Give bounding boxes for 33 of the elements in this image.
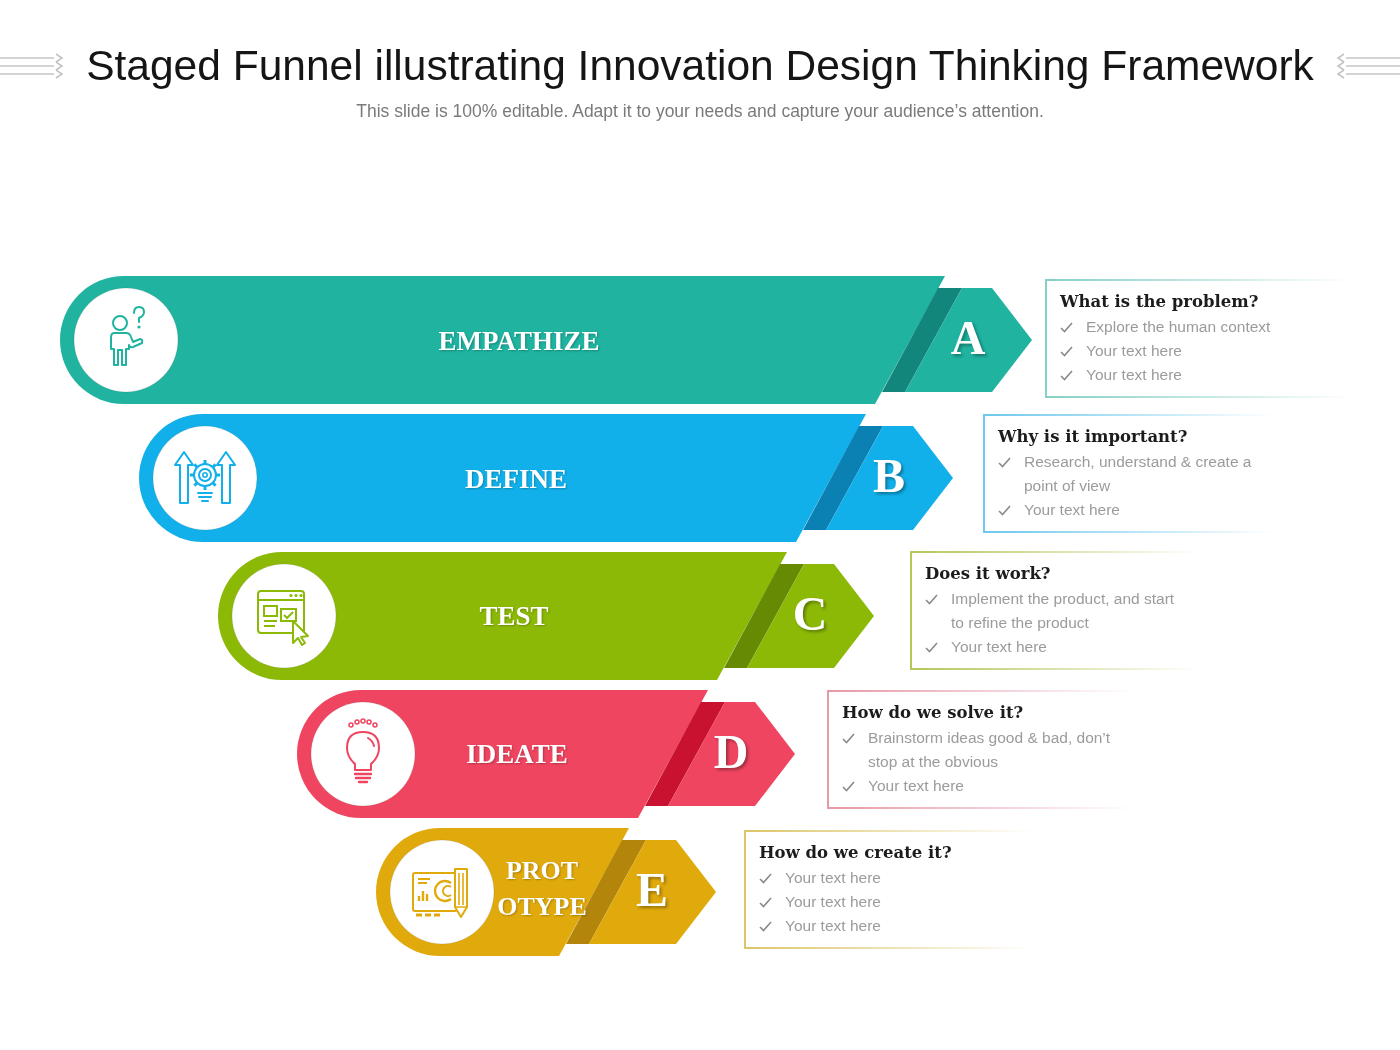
bullet-text: Brainstorm ideas good & bad, don’t stop at the obvious: [868, 728, 1112, 772]
stage-name: EMPATHIZE: [438, 325, 600, 358]
stage-letter: B: [873, 451, 905, 501]
bullet-text: Explore the human context: [1086, 317, 1271, 337]
bullet-text: Implement the product, and start to refine the product: [951, 589, 1176, 633]
bullet-text: Your text here: [785, 868, 881, 888]
subtitle: This slide is 100% editable. Adapt it to your needs and capture your audience’s attention.: [356, 101, 1044, 122]
bullet-text: Your text here: [1024, 500, 1120, 520]
bullet-text: Your text here: [868, 776, 964, 796]
bullet-text: Your text here: [1086, 341, 1182, 361]
letter-arrow-tab: [882, 288, 1032, 392]
box-heading: How do we solve it?: [842, 702, 1025, 724]
stage-letter: C: [792, 589, 828, 639]
stage-letter: D: [713, 727, 749, 777]
bullet-text: Your text here: [1086, 365, 1182, 385]
box-heading: Why is it important?: [998, 426, 1189, 448]
box-heading: How do we create it?: [759, 842, 953, 864]
letter-arrow-tab: [724, 564, 874, 668]
stage-letter: A: [950, 313, 986, 363]
letter-arrow-tab: [645, 702, 795, 806]
bullet-text: Your text here: [785, 892, 881, 912]
bullet-text: Your text here: [951, 637, 1047, 657]
title: Staged Funnel illustrating Innovation Design Thinking Framework: [86, 41, 1314, 91]
stage-name: PROT OTYPE: [496, 855, 588, 923]
bullet-text: Your text here: [785, 916, 881, 936]
box-heading: Does it work?: [925, 563, 1052, 585]
bullet-text: Research, understand & create a point of view: [1024, 452, 1253, 496]
stage-name: IDEATE: [466, 738, 568, 771]
stage-name: TEST: [479, 600, 549, 633]
letter-arrow-tab: [803, 426, 953, 530]
stage-name: DEFINE: [465, 463, 567, 496]
stage-letter: E: [636, 865, 668, 915]
box-heading: What is the problem?: [1060, 291, 1260, 313]
